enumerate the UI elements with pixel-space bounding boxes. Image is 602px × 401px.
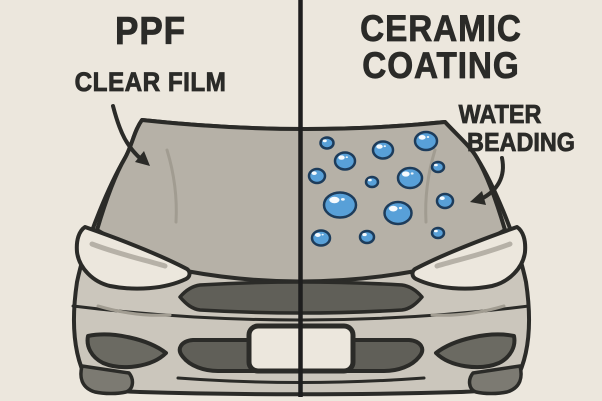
water-droplet bbox=[435, 192, 455, 210]
water-droplet bbox=[430, 160, 446, 174]
water-droplet bbox=[362, 233, 367, 237]
right-panel-title-line2: COATING bbox=[362, 45, 520, 86]
water-droplet bbox=[333, 151, 357, 171]
water-droplet bbox=[322, 191, 358, 219]
water-droplet bbox=[418, 135, 426, 140]
left-panel-title: PPF bbox=[115, 10, 186, 53]
water-beading-label-line1: WATER bbox=[458, 99, 542, 129]
water-droplet bbox=[398, 206, 403, 210]
water-droplet bbox=[310, 229, 332, 247]
water-droplet bbox=[396, 166, 424, 190]
water-droplets bbox=[307, 130, 455, 247]
water-droplet bbox=[376, 144, 383, 149]
water-droplet bbox=[413, 130, 439, 152]
water-droplet bbox=[345, 156, 348, 159]
water-droplet bbox=[383, 200, 413, 226]
water-droplet bbox=[388, 205, 398, 212]
water-droplet bbox=[321, 233, 324, 236]
clear-film-arrow-icon bbox=[111, 104, 150, 166]
water-droplet bbox=[340, 198, 345, 201]
water-droplet bbox=[307, 167, 327, 185]
water-droplet bbox=[371, 140, 395, 160]
water-beading-label-line2: BEADING bbox=[467, 127, 576, 157]
water-droplet bbox=[338, 155, 345, 160]
clear-film-label: CLEAR FILM bbox=[74, 67, 227, 97]
water-droplet bbox=[426, 135, 430, 138]
water-droplet bbox=[367, 178, 372, 182]
water-droplet bbox=[433, 163, 438, 167]
water-droplet bbox=[314, 233, 321, 237]
water-droplet bbox=[364, 175, 380, 189]
water-droplet bbox=[329, 196, 340, 204]
water-droplet bbox=[401, 171, 410, 177]
water-droplet bbox=[433, 229, 438, 233]
water-droplet bbox=[311, 171, 317, 176]
water-beading-arrow-icon bbox=[470, 156, 505, 205]
water-droplet bbox=[322, 139, 327, 143]
water-droplet bbox=[410, 172, 414, 175]
right-panel-title: CERAMIC COATING bbox=[315, 8, 567, 86]
water-droplet bbox=[430, 226, 446, 240]
water-droplet bbox=[439, 196, 445, 201]
water-droplet bbox=[383, 145, 386, 148]
right-panel-title-line1: CERAMIC bbox=[360, 8, 522, 49]
water-droplet bbox=[358, 229, 376, 245]
water-droplet bbox=[319, 136, 335, 150]
